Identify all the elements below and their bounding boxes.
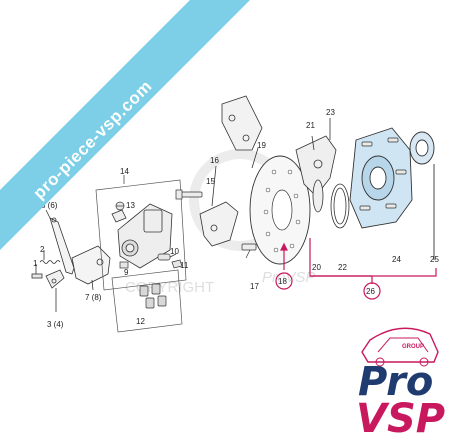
watermark-brand: ProVSP	[262, 269, 315, 286]
callout-25: 25	[430, 255, 439, 264]
bearing	[409, 131, 435, 260]
callout-14: 14	[120, 167, 129, 176]
caliper-box	[95, 175, 187, 291]
callout-10: 10	[170, 247, 179, 256]
callout-19: 19	[257, 141, 266, 150]
highlight-markers	[275, 238, 437, 300]
callout-12: 12	[136, 317, 145, 326]
callout-15: 15	[206, 177, 215, 186]
callout-16: 16	[210, 156, 219, 165]
banner-url: pro-piece-vsp.com	[29, 76, 155, 202]
logo-pro: Pro	[358, 359, 433, 405]
callout-labels: 5 (6) 2 1 3 (4) 7 (8) 14 13 9 10 11 12 1…	[33, 108, 439, 329]
pads-box	[111, 269, 183, 333]
callout-5: 5 (6)	[41, 201, 58, 210]
logo-vsp: VSP	[356, 396, 445, 440]
watermark-copyright: COPYRIGHT	[125, 279, 214, 296]
callout-22: 22	[338, 263, 347, 272]
hub-parts	[295, 118, 350, 229]
provsp-logo: GROUP Pro VSP	[356, 327, 445, 440]
callout-2: 2	[40, 245, 45, 254]
callout-3: 3 (4)	[47, 320, 64, 329]
callout-24: 24	[392, 255, 401, 264]
callout-21: 21	[306, 121, 315, 130]
callout-26: 26	[366, 287, 375, 296]
lever-assembly	[31, 209, 111, 312]
callout-9: 9	[124, 268, 129, 277]
callout-11: 11	[180, 261, 189, 270]
logo-group: GROUP	[402, 344, 424, 350]
callout-13: 13	[126, 201, 135, 210]
callout-20: 20	[312, 263, 321, 272]
bracket	[199, 95, 263, 247]
brake-disc	[249, 155, 311, 265]
callout-7: 7 (8)	[85, 293, 102, 302]
callout-23: 23	[326, 108, 335, 117]
callout-17: 17	[250, 282, 259, 291]
callout-18: 18	[278, 277, 287, 286]
bolts	[175, 189, 257, 259]
wheel-hub	[349, 127, 413, 229]
callout-1: 1	[33, 259, 38, 268]
